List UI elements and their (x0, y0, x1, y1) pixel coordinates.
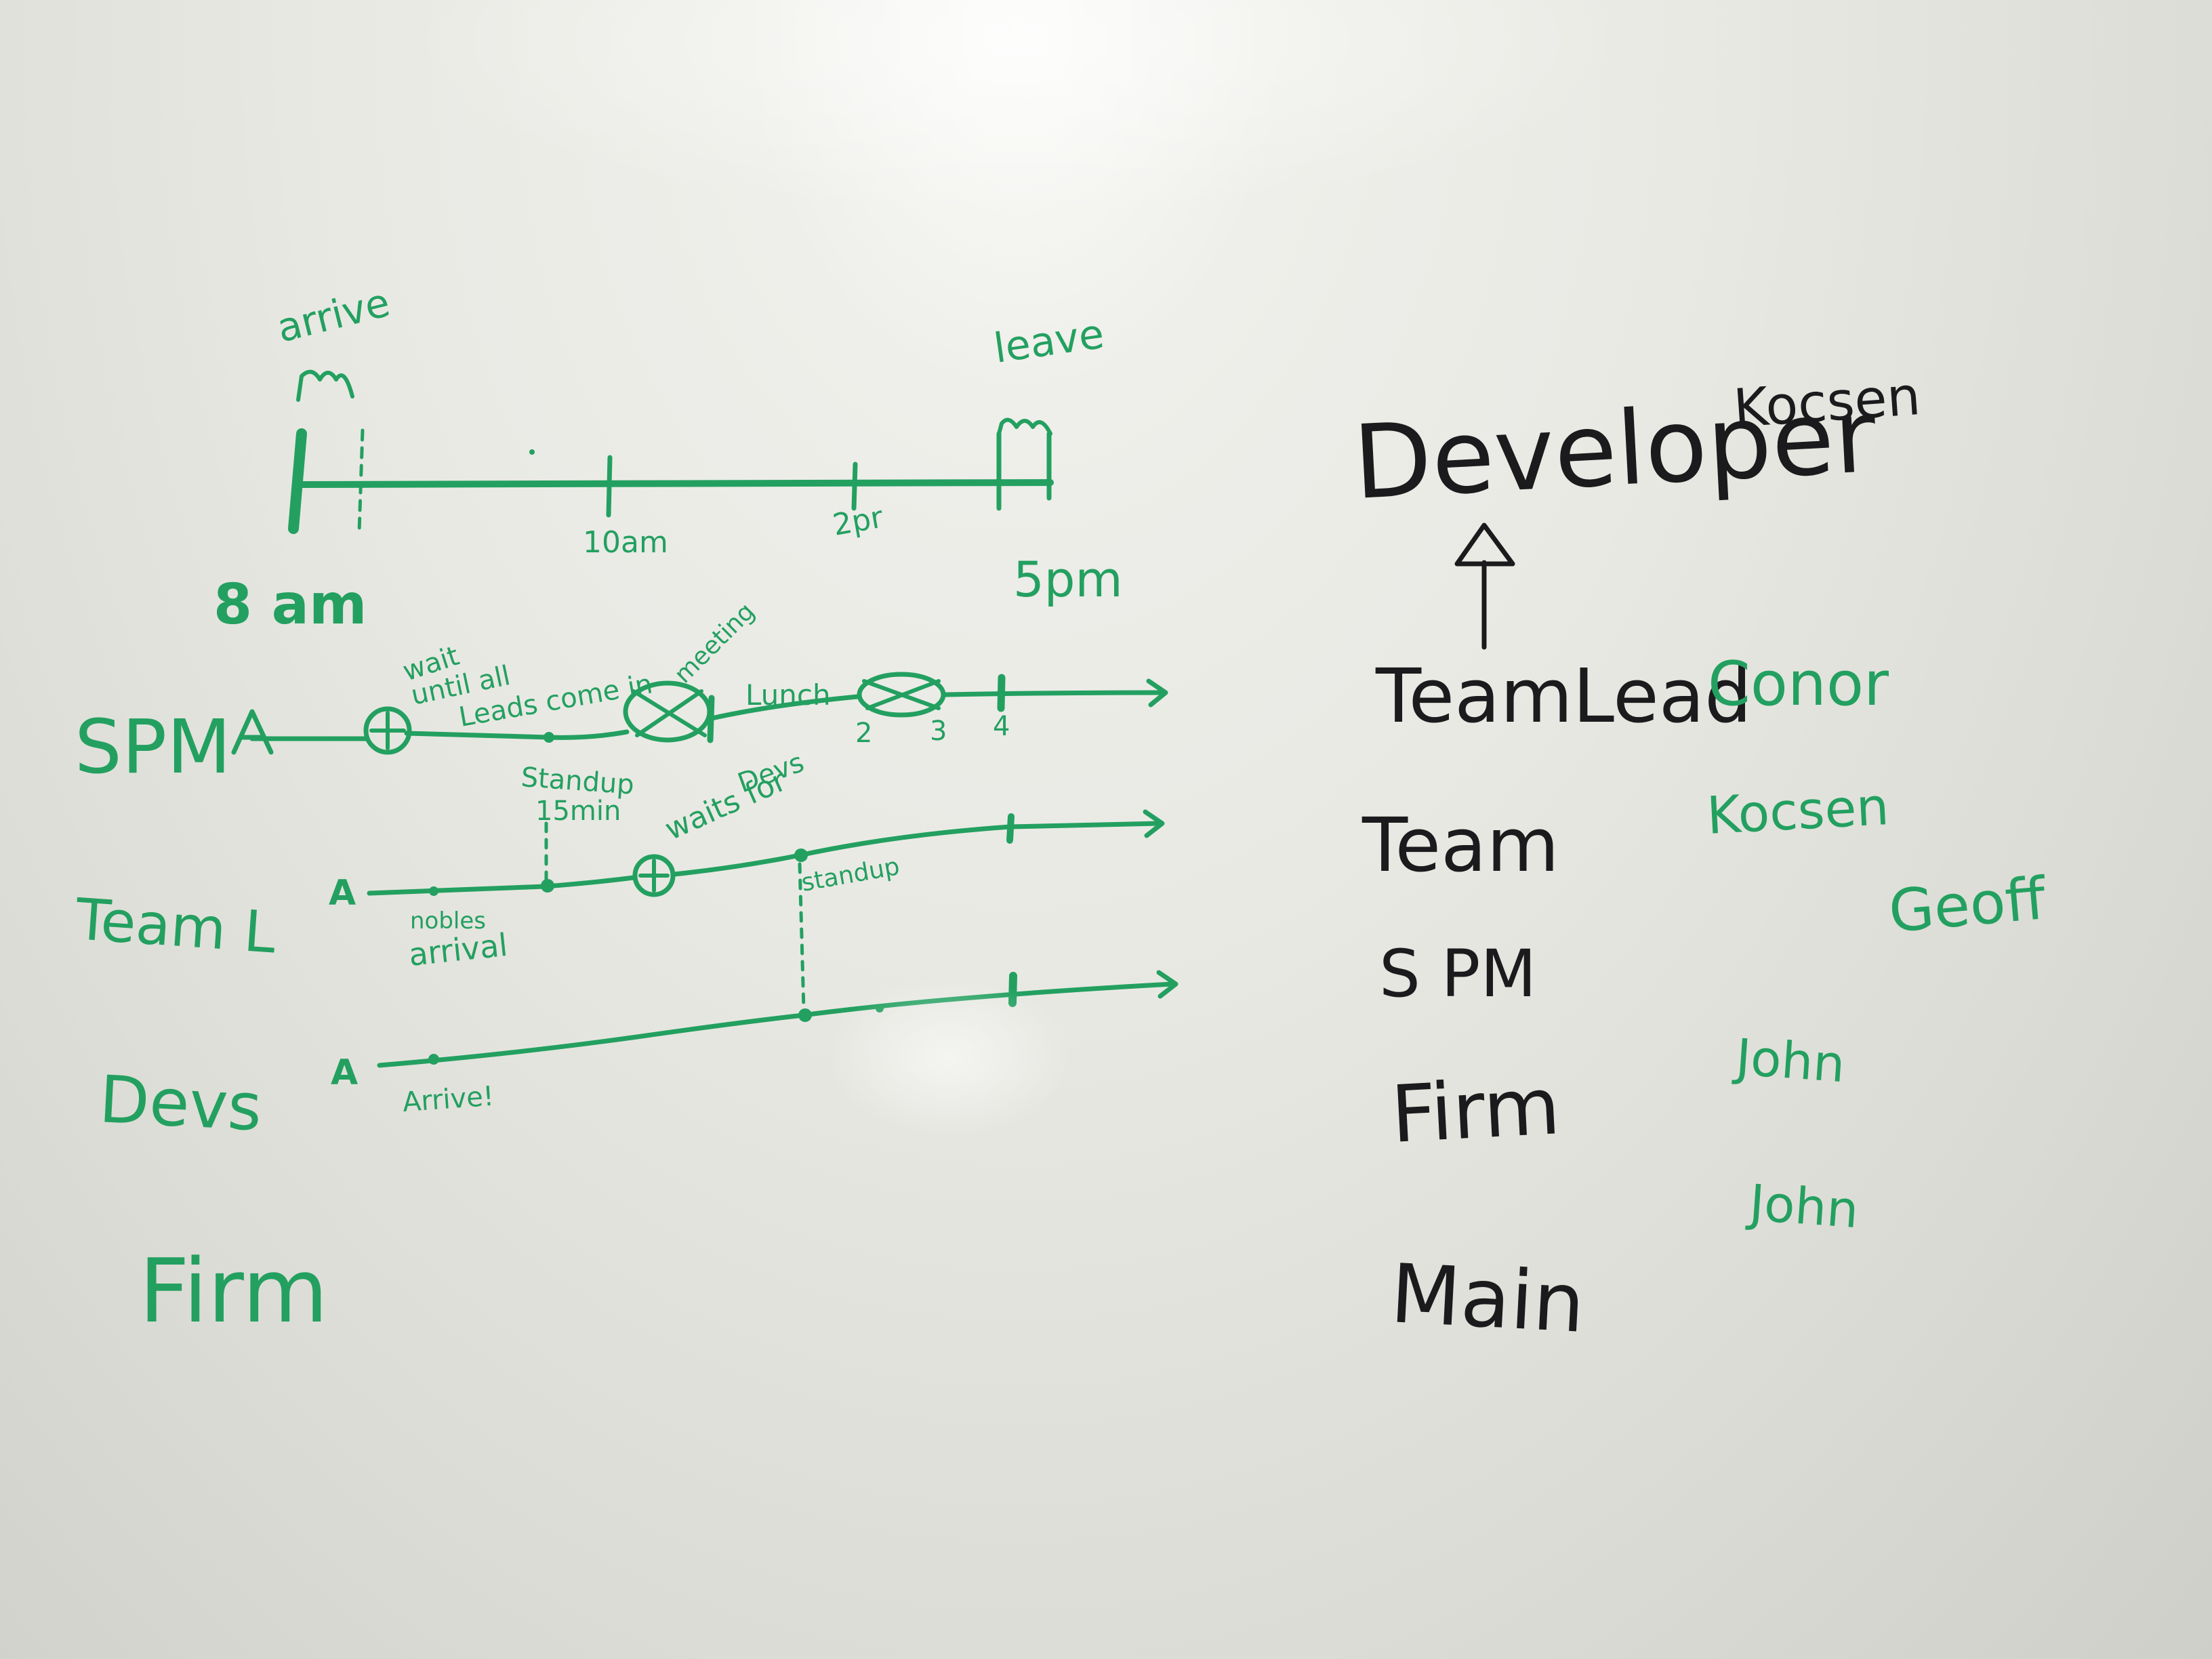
spm-lane-line (249, 690, 1165, 741)
role-developer: Developer (1351, 377, 1879, 523)
role-team: Team (1361, 802, 1559, 888)
devs-start-marker: A (331, 1052, 358, 1093)
hierarchy-arrow-icon (1454, 523, 1515, 650)
label-2pm: 2pr (830, 500, 886, 543)
devs-arrow-head (1156, 970, 1179, 999)
spm-start-marker (231, 709, 274, 755)
teaml-arrival-dot (429, 886, 438, 896)
teaml-standup-dot-b (794, 848, 808, 862)
spm-block-cross (862, 679, 941, 710)
devs-end-tick (1008, 972, 1017, 1007)
lane-label-firm: Firm (139, 1240, 328, 1343)
name-main: John (1745, 1174, 1861, 1240)
spm-wait-icon (363, 706, 412, 755)
day-timeline: arrive leave 8 am 10am 2pr 5pm (213, 279, 1123, 637)
arrive-dashed-line (357, 428, 365, 534)
spm-number-3: 3 (930, 716, 947, 747)
teaml-start-marker: A (329, 873, 356, 914)
lane-label-teaml: Team L (73, 886, 279, 966)
role-main: Main (1388, 1247, 1586, 1351)
arrive-bracket (296, 369, 354, 402)
teaml-note-standup: standup (799, 853, 901, 897)
timeline-axis (298, 479, 1054, 488)
teaml-wait-icon-cross (638, 859, 670, 893)
standup-link-teaml-devs (798, 862, 806, 1012)
role-spm: S PM (1379, 936, 1536, 1012)
devs-note-arrive: Arrive! (401, 1081, 495, 1118)
lane-devs: Devs A Arrive! (98, 862, 1179, 1146)
devs-standup-dot (798, 1008, 812, 1022)
teaml-note-arrival-1: nobles (410, 907, 486, 935)
role-firm: Firm (1389, 1061, 1562, 1161)
teaml-wait-icon (632, 854, 676, 897)
lane-label-spm: SPM (75, 703, 231, 790)
spm-meeting-end-bar (707, 695, 715, 743)
name-team: Kocsen (1705, 776, 1890, 846)
spm-note-lunch: Lunch (745, 678, 831, 712)
spm-number-2: 2 (855, 718, 872, 749)
teaml-lane-line (367, 821, 1162, 896)
spm-block-icon (857, 672, 946, 718)
name-developer: Kocsen (1732, 366, 1923, 440)
lane-label-devs: Devs (98, 1061, 264, 1145)
spm-wait-icon-cross (369, 711, 406, 750)
teaml-end-tick (1006, 813, 1015, 844)
leave-bracket (997, 417, 1052, 436)
timeline-start-bar (288, 428, 307, 534)
devs-dot (876, 1004, 884, 1012)
name-firm: John (1732, 1028, 1847, 1094)
spm-meeting-cross (632, 689, 707, 737)
label-10am: 10am (583, 525, 668, 560)
role-hierarchy: Developer Kocsen TeamLead Conor Team Koc… (1351, 366, 2049, 1351)
role-teamlead: TeamLead (1375, 653, 1752, 739)
devs-arrive-dot (428, 1054, 439, 1065)
spm-arrow-head (1146, 678, 1168, 708)
spm-number-4: 4 (993, 711, 1010, 742)
label-5pm: 5pm (1013, 551, 1123, 608)
arrive-label: arrive (272, 279, 394, 352)
spm-note-standup-2: 15min (535, 796, 621, 827)
name-teamlead: Conor (1708, 649, 1889, 720)
label-8am: 8 am (213, 573, 367, 637)
spm-tick-4 (997, 674, 1006, 712)
name-spm: Geoff (1886, 865, 2049, 946)
timeline-dot (529, 449, 535, 455)
teaml-standup-dot-a (541, 879, 554, 893)
teaml-arrow-head (1143, 809, 1165, 838)
tick-10am (606, 455, 613, 518)
spm-standup-dot (544, 732, 554, 743)
tick-2pm (851, 462, 858, 511)
spm-note-standup-1: Standup (520, 762, 635, 801)
leave-label: leave (991, 310, 1107, 373)
devs-lane-line (377, 981, 1175, 1068)
spm-note-meeting: meeting (669, 598, 760, 689)
